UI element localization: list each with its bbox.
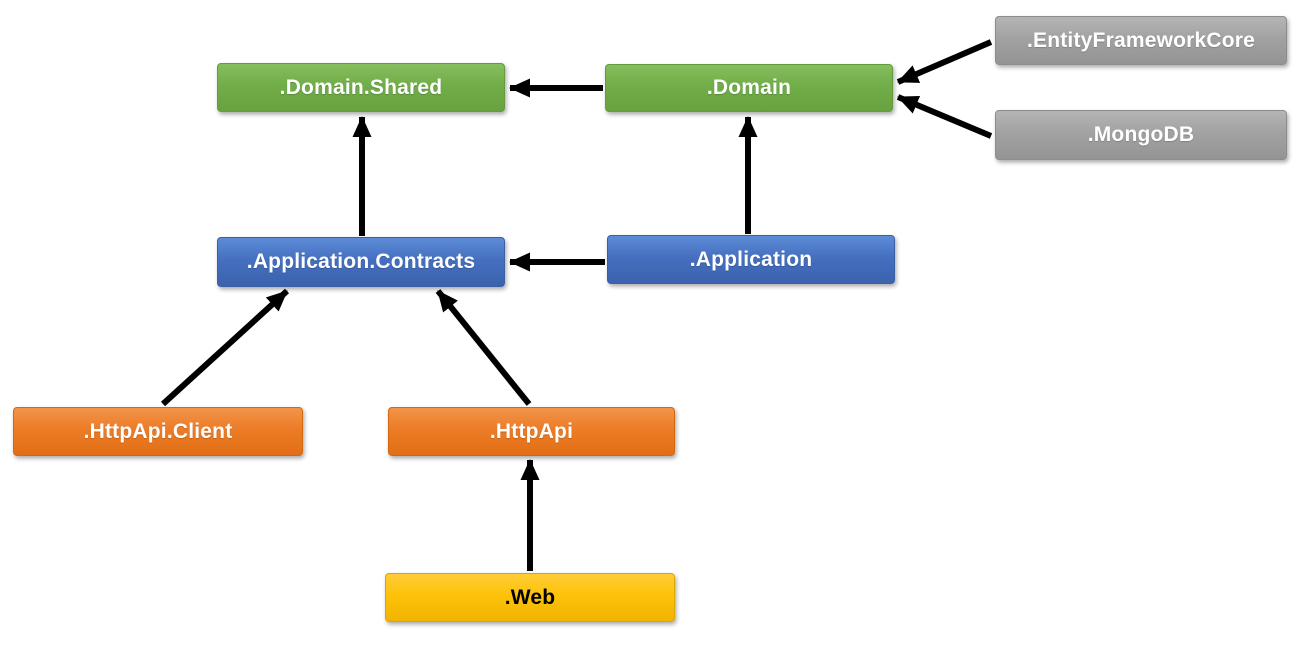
node-label: .EntityFrameworkCore (1026, 28, 1256, 52)
node-label: .MongoDB (1087, 123, 1195, 146)
node-httpapi-client: .HttpApi.Client (13, 407, 303, 456)
edge-httpapi-to-application-contracts (435, 289, 532, 406)
node-web: .Web (385, 573, 675, 622)
node-mongo-db: .MongoDB (995, 110, 1287, 160)
node-label: .HttpApi (489, 419, 574, 443)
node-application: .Application (607, 235, 895, 284)
node-label: .Application (689, 247, 813, 271)
node-entity-framework-core: .EntityFrameworkCore (995, 16, 1287, 65)
edge-mongo-db-to-domain (896, 94, 993, 139)
node-label: .Web (504, 585, 556, 609)
node-label: .Domain.Shared (279, 75, 443, 99)
node-label: .Application.Contracts (246, 250, 476, 273)
node-label: .HttpApi.Client (83, 419, 233, 443)
node-httpapi: .HttpApi (388, 407, 675, 456)
node-label: .Domain (706, 76, 792, 99)
node-domain: .Domain (605, 64, 893, 112)
node-domain-shared: .Domain.Shared (217, 63, 505, 112)
node-application-contracts: .Application.Contracts (217, 237, 505, 287)
edge-entity-framework-core-to-domain (896, 39, 993, 85)
edge-httpapi-client-to-application-contracts (160, 288, 290, 407)
